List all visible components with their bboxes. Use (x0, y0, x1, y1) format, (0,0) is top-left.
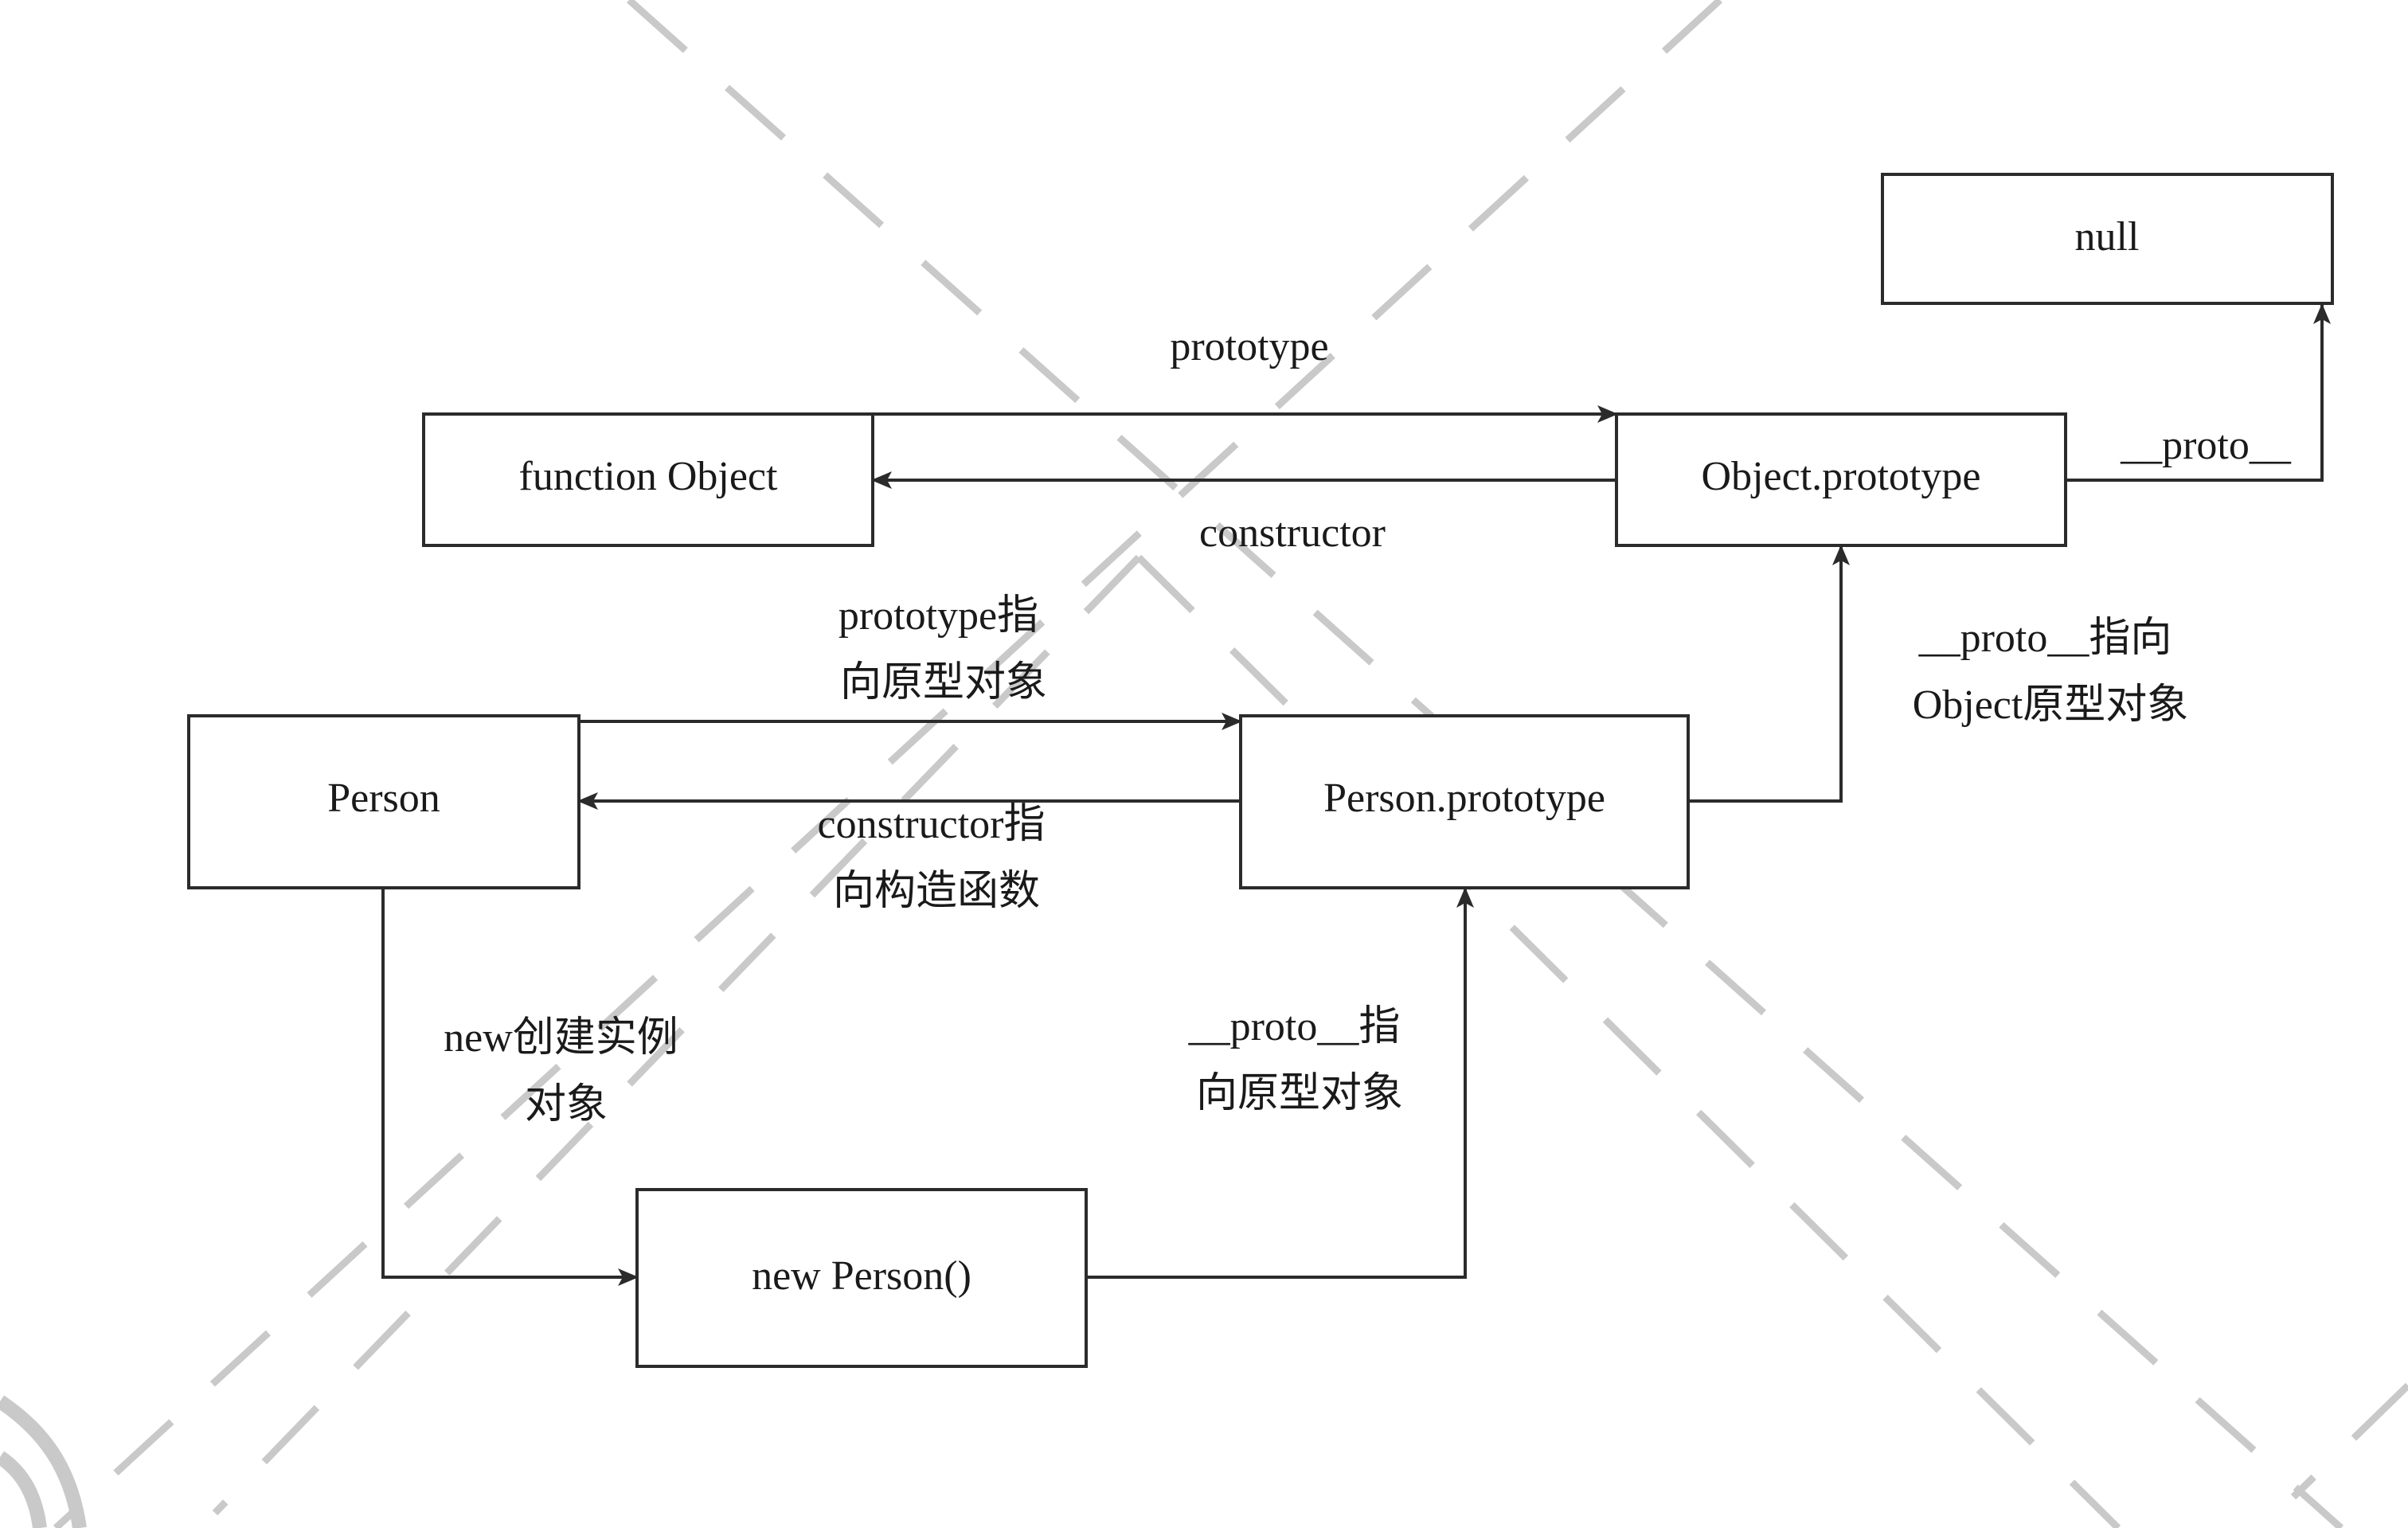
edge-label-person-prototype-to-object-prototype-line-2: Object原型对象 (1913, 682, 2189, 728)
watermark-diagonal-1 (627, 0, 2344, 1528)
edge-label-person-prototype: prototype指 向原型对象 (838, 593, 1049, 705)
node-object-prototype-box (1615, 412, 2067, 547)
edges (381, 303, 2331, 1286)
edge-labels: prototype constructor __proto__ __proto_… (444, 324, 2292, 1127)
edge-label-person-constructor-line-1: constructor指 (818, 802, 1046, 847)
edge-person-prototype-to-object-prototype-arrow (1688, 545, 1850, 803)
node-person-box (187, 714, 580, 889)
edge-label-instance-proto-line-1: __proto__指 (1188, 1004, 1401, 1049)
edge-label-prototype-line-1: prototype (1170, 324, 1328, 369)
edge-label-person-constructor: constructor指 向构造函数 (818, 802, 1056, 914)
edge-instance-proto-arrow (1086, 887, 1474, 1279)
node-person: Person (187, 714, 580, 889)
edge-label-proto-to-null-line-1: __proto__ (2120, 423, 2292, 468)
edge-label-proto-to-null: __proto__ (2120, 423, 2292, 468)
edge-label-constructor-line-1: constructor (1199, 510, 1386, 556)
node-function-object-box (422, 412, 874, 547)
edge-label-person-prototype-to-object-prototype: __proto__指向 Object原型对象 (1913, 615, 2189, 728)
node-person-label: Person (327, 776, 440, 821)
watermark-logo-fragment (0, 1395, 87, 1528)
node-null-label: null (2075, 214, 2140, 260)
node-person-prototype-label: Person.prototype (1323, 776, 1605, 821)
node-new-person: new Person() (635, 1188, 1088, 1368)
node-function-object-label: function Object (519, 454, 778, 499)
edge-label-person-prototype-to-object-prototype-line-1: __proto__指向 (1918, 615, 2172, 661)
edge-label-instance-proto: __proto__指 向原型对象 (1188, 1004, 1411, 1116)
node-null: null (1881, 173, 2334, 305)
edge-label-new-instance-line-1: new创建实例 (444, 1015, 678, 1061)
watermark-diagonal-5 (2290, 1382, 2408, 1500)
node-object-prototype: Object.prototype (1615, 412, 2067, 547)
node-new-person-box (635, 1188, 1088, 1368)
watermark-diagonal-2 (53, 0, 1723, 1528)
edge-label-person-prototype-line-2: 向原型对象 (840, 660, 1047, 705)
node-new-person-label: new Person() (752, 1253, 971, 1299)
edge-label-person-prototype-line-1: prototype指 (838, 593, 1038, 639)
node-null-box (1881, 173, 2334, 305)
node-object-prototype-label: Object.prototype (1702, 454, 1981, 499)
edge-label-new-instance-line-2: 对象 (525, 1082, 608, 1127)
edge-label-new-instance: new创建实例 对象 (444, 1015, 689, 1127)
edge-new-instance-arrow (381, 888, 639, 1286)
node-person-prototype: Person.prototype (1239, 714, 1690, 889)
edge-proto-to-null-arrow (2066, 303, 2331, 482)
watermark-diagonal-3 (1136, 554, 2121, 1528)
edge-label-person-constructor-line-2: 向构造函数 (833, 869, 1040, 914)
edge-label-instance-proto-line-2: 向原型对象 (1196, 1071, 1403, 1116)
watermark-diagonal-4 (212, 554, 1142, 1516)
edge-label-constructor: constructor (1199, 510, 1386, 556)
node-person-prototype-box (1239, 714, 1690, 889)
edge-label-prototype: prototype (1170, 324, 1328, 369)
node-function-object: function Object (422, 412, 874, 547)
